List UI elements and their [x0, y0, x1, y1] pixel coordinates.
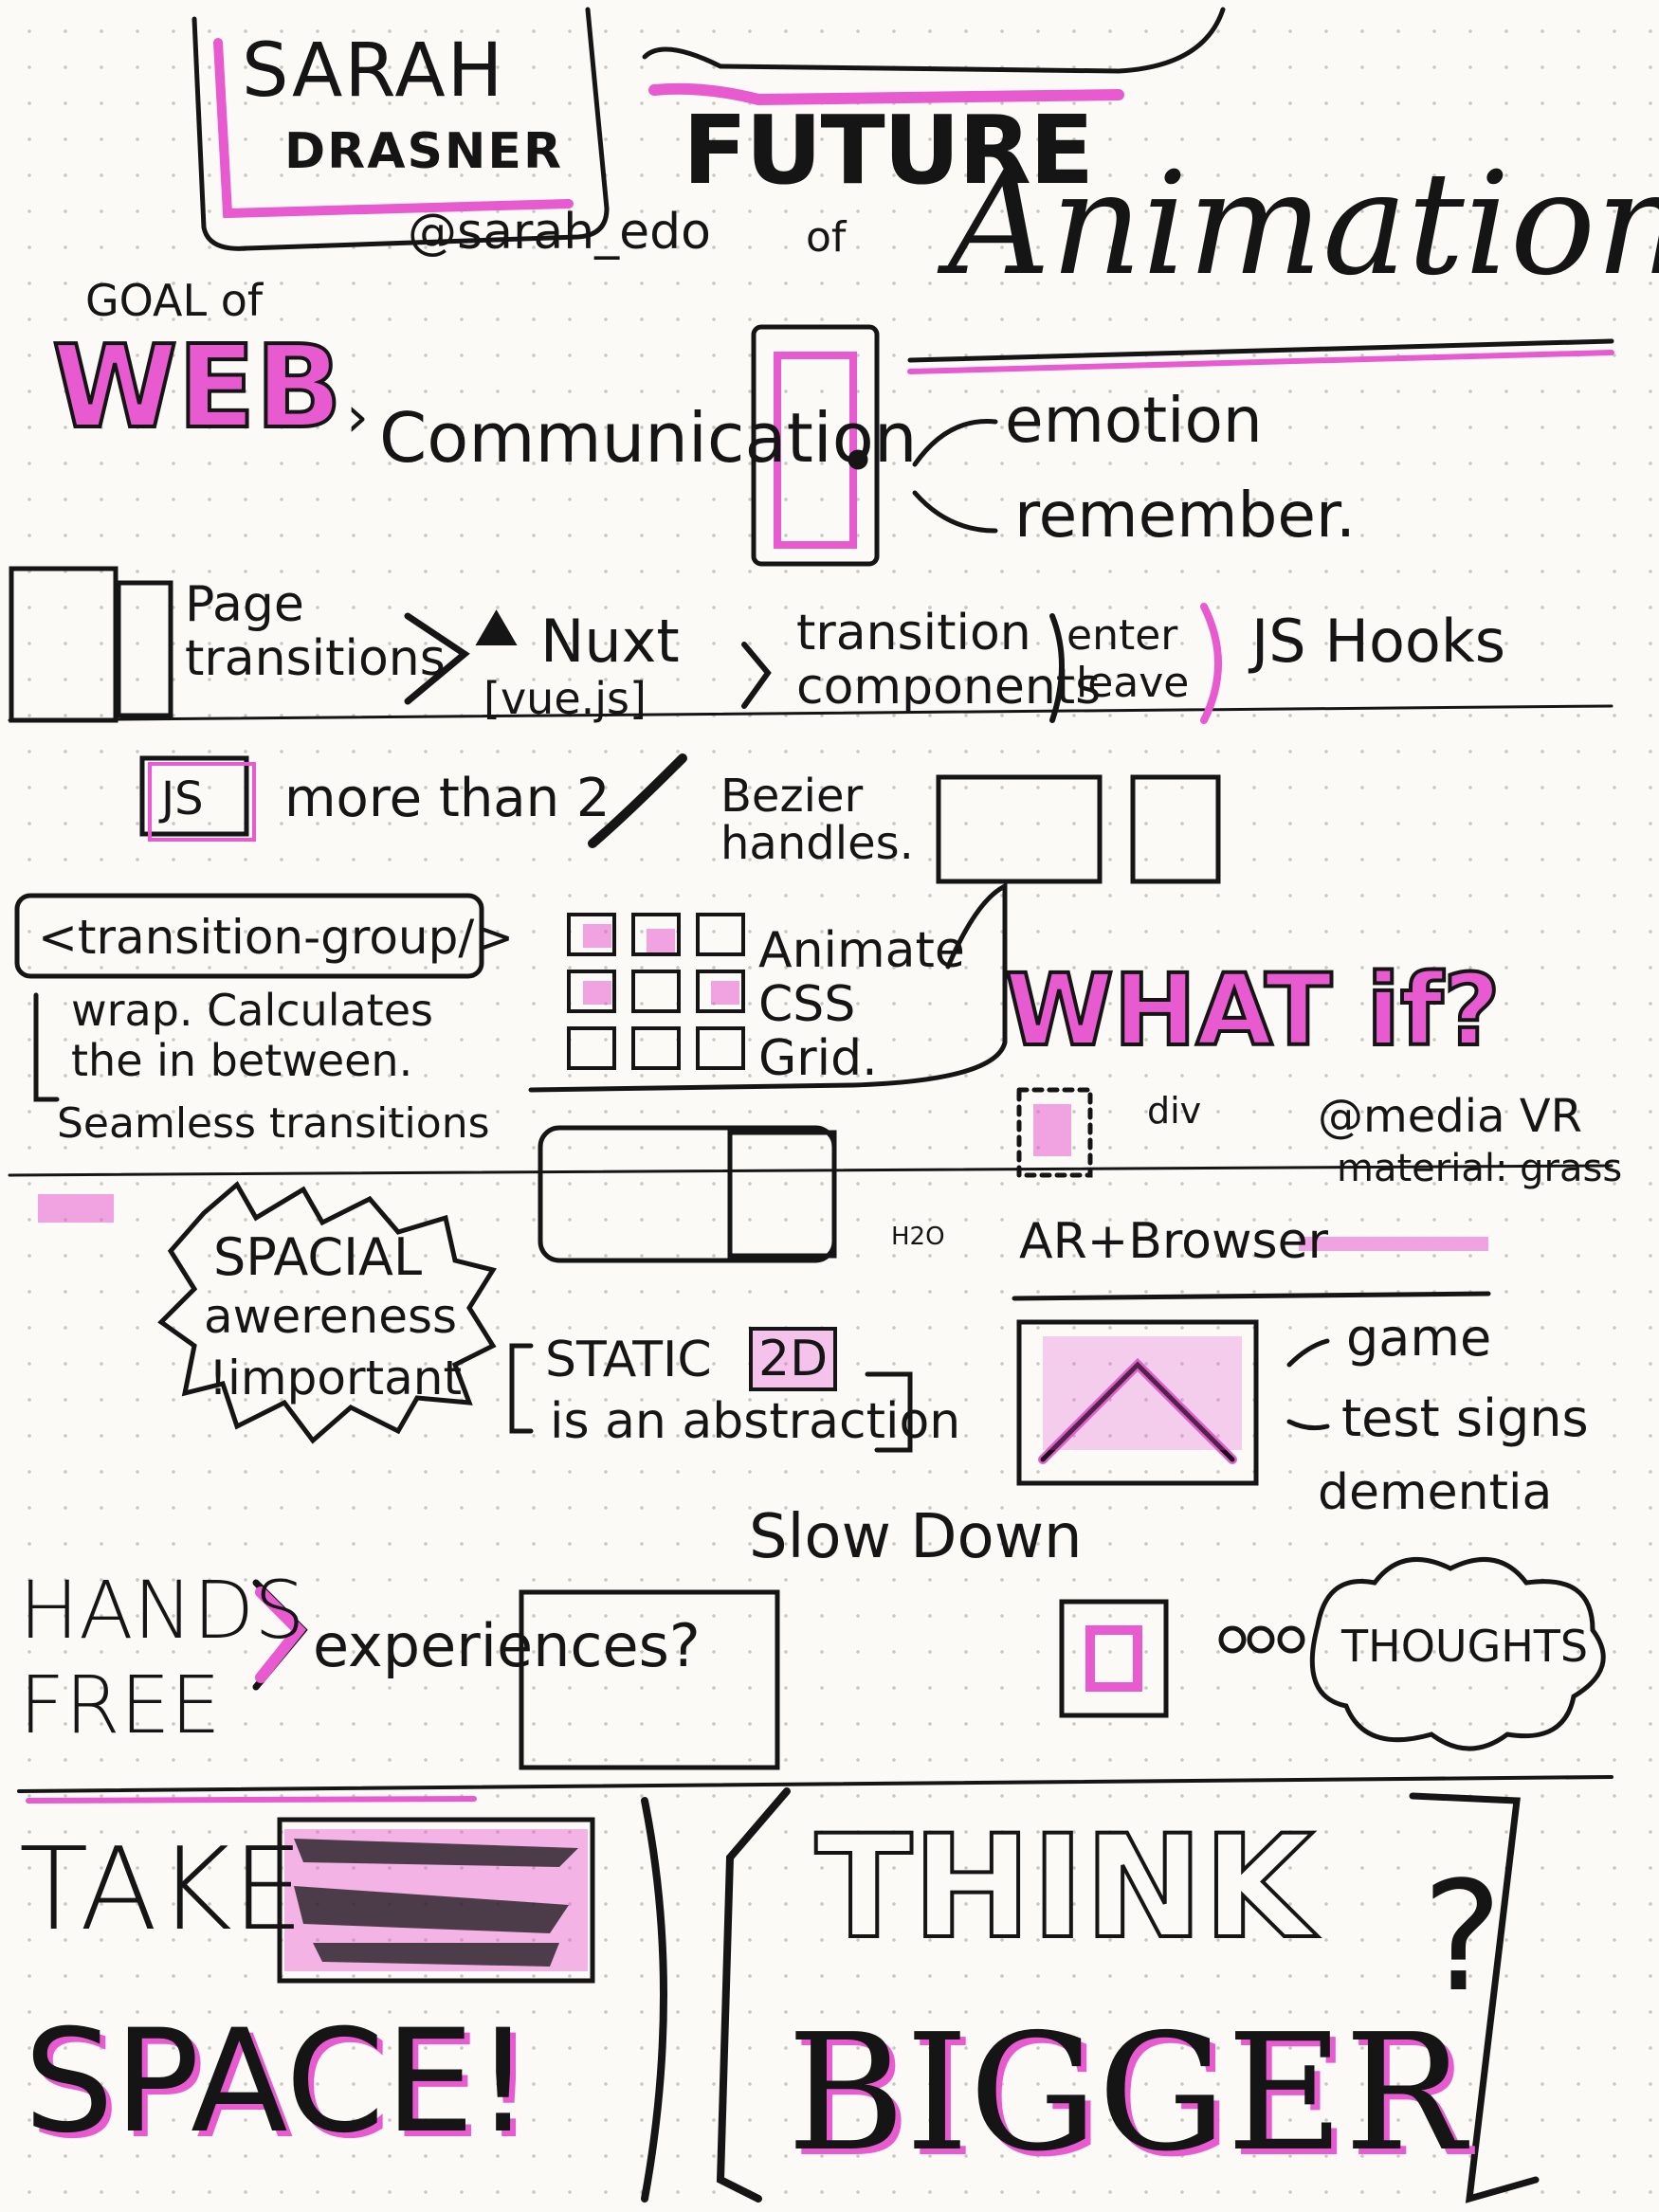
question-mark-icon: ?	[1422, 1848, 1503, 2025]
goal-label: GOAL of	[85, 275, 264, 326]
title-of: of	[806, 213, 847, 262]
div-label: div	[1147, 1090, 1202, 1132]
hands-label: HANDS	[19, 1564, 305, 1657]
spacial-line3: !important	[209, 1351, 463, 1405]
nuxt-label: Nuxt	[540, 607, 680, 676]
transition-components-label: transition components	[796, 605, 1102, 716]
goal-communication: Communication	[379, 398, 918, 478]
speaker-handle: @sarah_edo	[408, 204, 711, 261]
enter-label: enter	[1066, 611, 1178, 660]
spacial-line2: awereness	[204, 1289, 458, 1344]
goal-point-remember: remember.	[1014, 479, 1357, 552]
abstraction-label: is an abstraction	[550, 1393, 961, 1450]
space-label: SPACE!	[24, 2000, 532, 2165]
bezier-label: Bezier handles.	[720, 770, 914, 871]
two-d-label: 2D	[749, 1327, 838, 1391]
slow-down-label: Slow Down	[749, 1502, 1083, 1572]
nuxt-logo: ⛰	[474, 597, 520, 659]
speaker-last-name: DRASNER	[284, 123, 563, 180]
goal-web: WEB	[50, 320, 344, 456]
animate-css-grid-label: Animate CSS Grid.	[758, 922, 965, 1088]
free-label: FREE	[19, 1659, 221, 1751]
spacial-line1: SPACIAL	[213, 1227, 423, 1287]
game-label: game	[1346, 1308, 1492, 1368]
take-label: TAKE	[19, 1824, 304, 1956]
what-if-heading: WHAT if?	[1003, 951, 1503, 1070]
page-transitions-label: Page transitions	[185, 576, 446, 688]
seamless-transitions-label: Seamless transitions	[57, 1099, 490, 1148]
experiences-label: experiences?	[313, 1611, 701, 1680]
title-future: FUTURE	[683, 95, 1094, 206]
bigger-label: BIGGER	[787, 2000, 1466, 2187]
test-signs-label: test signs	[1341, 1388, 1589, 1448]
leave-label: leave	[1076, 659, 1190, 707]
js-hooks-label: JS Hooks	[1251, 607, 1506, 676]
transition-group-wrap: wrap. Calculates the in between.	[71, 985, 433, 1086]
transition-group-tag: <transition-group/>	[38, 910, 515, 965]
static-label: STATIC	[545, 1332, 712, 1388]
h2o-label: H2O	[891, 1223, 945, 1251]
speaker-first-name: SARAH	[242, 28, 505, 114]
ar-browser-label: AR+Browser	[1019, 1213, 1328, 1270]
media-vr-label: @media VR	[1318, 1090, 1582, 1143]
title-animation: Animation	[948, 142, 1659, 307]
dementia-label: dementia	[1318, 1464, 1553, 1521]
arrow-icon: ›	[346, 384, 369, 450]
js-label: JS	[161, 772, 204, 825]
thoughts-label: THOUGHTS	[1341, 1621, 1589, 1672]
goal-point-emotion: emotion	[1005, 384, 1263, 457]
vue-label: [vue.js]	[483, 673, 647, 724]
material-grass-label: material: grass	[1337, 1147, 1623, 1190]
more-than-2-label: more than 2	[284, 768, 611, 829]
think-label: THINK	[813, 1804, 1315, 1972]
